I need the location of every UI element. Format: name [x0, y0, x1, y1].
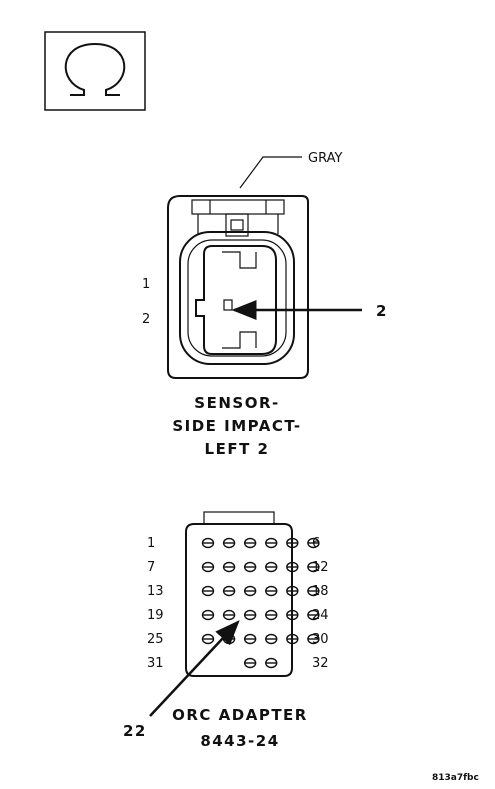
- figure-id: 813a7fbc: [432, 773, 479, 783]
- connector-latch: [191, 199, 285, 215]
- row-end-number: 18: [312, 584, 329, 599]
- adapter-housing: [185, 523, 293, 677]
- row-end-number: 12: [312, 560, 329, 575]
- adapter-caption-line-2: 8443-24: [200, 732, 279, 750]
- row-end-number: 32: [312, 656, 329, 671]
- row-start-number: 25: [147, 632, 164, 647]
- row-start-number: 1: [147, 536, 155, 551]
- row-start-number: 31: [147, 656, 164, 671]
- callout-arrow: [149, 620, 240, 717]
- sensor-caption-line-2: SIDE IMPACT-: [172, 417, 301, 435]
- connector-housing: [167, 195, 309, 379]
- orc-adapter-connector: 1 7 13 19 25 31 6 12 18 24 30 32 22 ORC …: [123, 511, 329, 750]
- wire-leader-line: [239, 156, 302, 189]
- row-start-number: 19: [147, 608, 164, 623]
- row-start-number: 7: [147, 560, 155, 575]
- callout-pin-2: 2: [376, 302, 388, 320]
- row-end-number: 30: [312, 632, 329, 647]
- row-end-number: 24: [312, 608, 329, 623]
- ohmmeter-symbol: [44, 31, 146, 111]
- adapter-pin-grid: [201, 537, 320, 669]
- pin-number-2: 2: [142, 312, 150, 327]
- pin-number-1: 1: [142, 277, 150, 292]
- pin-2-terminal: [223, 299, 233, 311]
- wire-color-label: GRAY: [308, 151, 342, 166]
- adapter-caption-line-1: ORC ADAPTER: [172, 706, 308, 724]
- terminal-cavity: [195, 245, 277, 355]
- connector-body: [179, 231, 295, 365]
- row-end-number: 6: [312, 536, 320, 551]
- ohmmeter-omega-icon: [64, 42, 126, 96]
- adapter-tab: [203, 511, 275, 525]
- sensor-connector: GRAY 1 2 2 SENSOR- SIDE IMPACT- LEFT 2: [142, 151, 388, 458]
- row-start-number: 13: [147, 584, 164, 599]
- callout-pin-22: 22: [123, 722, 147, 740]
- adapter-right-numbers: 6 12 18 24 30 32: [312, 536, 329, 671]
- sensor-caption-line-1: SENSOR-: [194, 394, 279, 412]
- adapter-left-numbers: 1 7 13 19 25 31: [147, 536, 164, 671]
- sensor-caption-line-3: LEFT 2: [205, 440, 270, 458]
